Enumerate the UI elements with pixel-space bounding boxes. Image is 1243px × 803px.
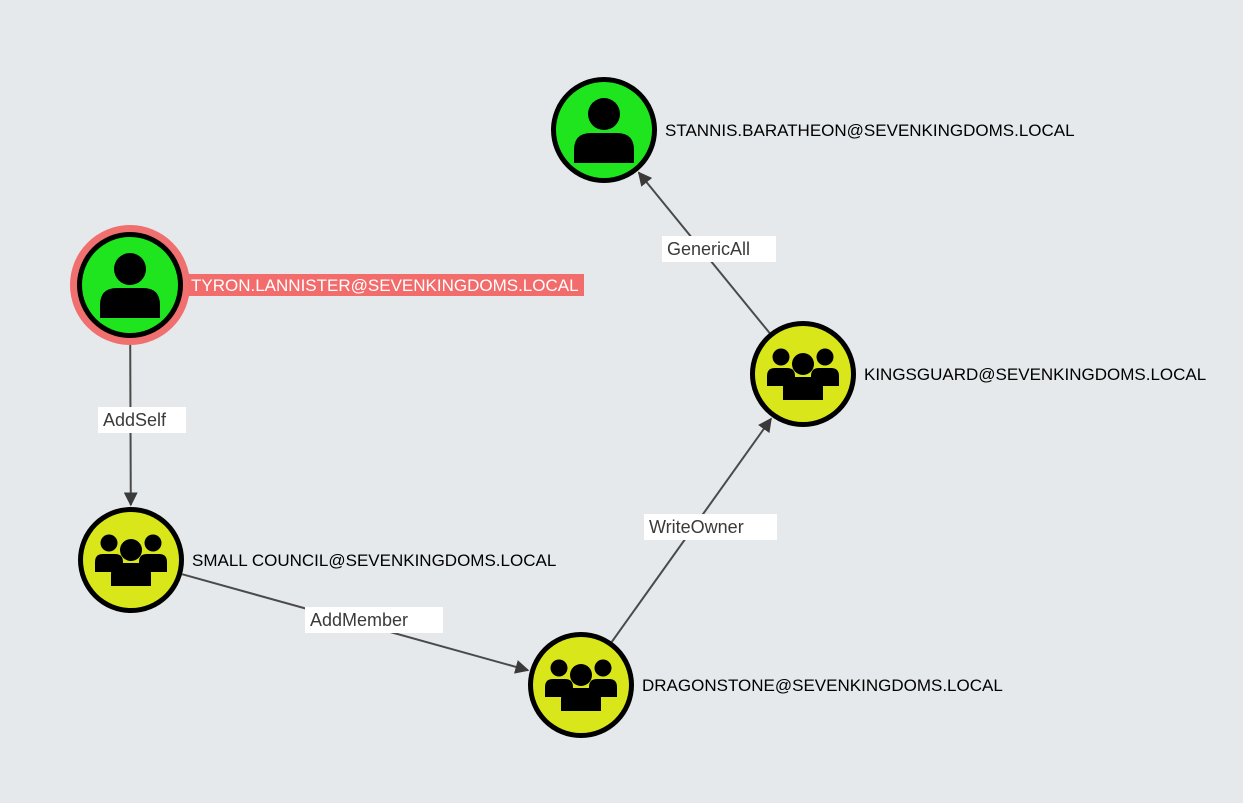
edge-label[interactable]: AddSelf (103, 410, 167, 430)
edge-label[interactable]: WriteOwner (649, 517, 744, 537)
group-icon (767, 348, 839, 400)
node-label[interactable]: STANNIS.BARATHEON@SEVENKINGDOMS.LOCAL (665, 121, 1075, 140)
group-icon (545, 659, 617, 711)
node-stannis[interactable]: STANNIS.BARATHEON@SEVENKINGDOMS.LOCAL (551, 77, 1075, 183)
group-icon (95, 534, 167, 586)
edge-label-background (662, 236, 776, 262)
edge-label-background (305, 607, 443, 633)
edge-genericall[interactable]: GenericAll (637, 171, 776, 334)
edge-addmember[interactable]: AddMember (181, 573, 530, 674)
node-tyron[interactable]: TYRON.LANNISTER@SEVENKINGDOMS.LOCAL (70, 225, 584, 345)
node-dragonstone[interactable]: DRAGONSTONE@SEVENKINGDOMS.LOCAL (528, 632, 1003, 738)
nodes-layer: TYRON.LANNISTER@SEVENKINGDOMS.LOCAL SMALL… (70, 77, 1206, 738)
edge-label-background (644, 514, 777, 540)
node-label[interactable]: TYRON.LANNISTER@SEVENKINGDOMS.LOCAL (191, 276, 579, 295)
node-label-highlight (188, 274, 584, 296)
user-icon (574, 98, 634, 163)
node-label[interactable]: KINGSGUARD@SEVENKINGDOMS.LOCAL (864, 365, 1206, 384)
edge-label[interactable]: GenericAll (667, 239, 750, 259)
node-label[interactable]: SMALL COUNCIL@SEVENKINGDOMS.LOCAL (192, 551, 556, 570)
edge-label-background (98, 407, 186, 433)
node-label[interactable]: DRAGONSTONE@SEVENKINGDOMS.LOCAL (642, 676, 1003, 695)
node-kingsguard[interactable]: KINGSGUARD@SEVENKINGDOMS.LOCAL (750, 321, 1206, 427)
node-small-council[interactable]: SMALL COUNCIL@SEVENKINGDOMS.LOCAL (78, 507, 556, 613)
user-icon (100, 253, 160, 318)
edge-writeowner[interactable]: WriteOwner (610, 417, 777, 643)
edge-addself[interactable]: AddSelf (98, 344, 186, 507)
edge-label[interactable]: AddMember (310, 610, 408, 630)
